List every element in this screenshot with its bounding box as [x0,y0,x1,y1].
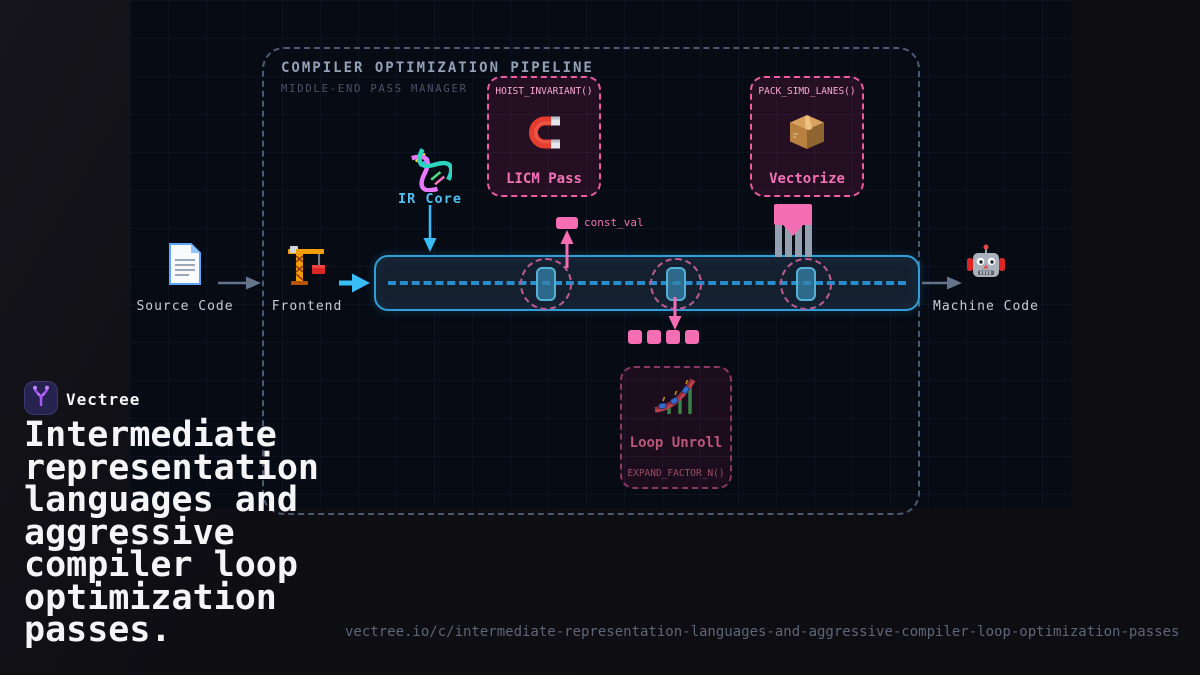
roller-coaster-icon [653,376,699,418]
loop-unroll-pass-name: Loop Unroll [629,435,723,451]
diagram-canvas [130,0,1071,508]
unrolled-iteration-squares [628,330,699,344]
ir-pipeline-bar [374,255,920,311]
stage-label-frontend: Frontend [271,299,343,314]
arrow-right-blue-icon [339,272,371,298]
iteration-square [628,330,642,344]
loop-unroll-func-label: EXPAND_FACTOR_N() [627,468,725,479]
vectorize-pass-card: PACK_SIMD_LANES() Vectorize [750,76,864,197]
iteration-square [685,330,699,344]
magnet-icon [524,112,564,156]
arrow-down-blue-icon [423,205,437,257]
pipeline-node-2-core [666,267,686,301]
footer-url: vectree.io/c/intermediate-representation… [345,624,1180,640]
stage-label-source-code: Source Code [136,299,234,314]
licm-func-label: HOIST_INVARIANT() [495,86,593,97]
vectree-logo [24,381,58,415]
simd-lane-bar [785,224,792,257]
pipeline-dashed-flow-line [388,281,906,285]
pipeline-subtitle: MIDDLE-END PASS MANAGER [281,83,468,95]
licm-pass-card: HOIST_INVARIANT() LICM Pass [487,76,601,197]
simd-pack-rect [774,204,812,225]
robot-icon [965,244,1007,288]
arrow-right-gray-icon [921,274,963,296]
pipeline-node-3 [780,258,832,310]
simd-lane-bar [775,224,782,257]
arrow-right-gray-icon [216,274,262,296]
licm-pass-name: LICM Pass [506,171,582,187]
crane-icon [286,246,328,290]
vectree-logo-icon [29,383,53,413]
const-val-label: const_val [584,216,644,229]
brand-name: Vectree [66,390,141,409]
pipeline-node-1-core [536,267,556,301]
iteration-square [647,330,661,344]
loop-unroll-pass-card: Loop Unroll EXPAND_FACTOR_N() [620,366,732,489]
document-icon [167,243,203,289]
simd-lane-bar [805,224,812,257]
arrow-down-pink-icon [668,297,682,335]
const-val-badge [556,217,578,229]
simd-pack-arrow [783,225,803,236]
vectorize-pass-name: Vectorize [769,171,845,187]
stage-label-machine-code: Machine Code [933,299,1039,314]
simd-lane-bar [795,224,802,257]
pipeline-title: COMPILER OPTIMIZATION PIPELINE [281,60,594,76]
headline: Intermediate representation languages an… [24,415,320,650]
simd-pack-funnel [773,204,817,258]
pipeline-node-1 [520,258,572,310]
arrow-up-pink-icon [560,230,574,272]
dna-icon [408,146,454,196]
package-icon [787,112,827,156]
stage-label-ir-core: IR Core [398,191,462,207]
iteration-square [666,330,680,344]
pipeline-node-3-core [796,267,816,301]
vectorize-func-label: PACK_SIMD_LANES() [758,86,856,97]
